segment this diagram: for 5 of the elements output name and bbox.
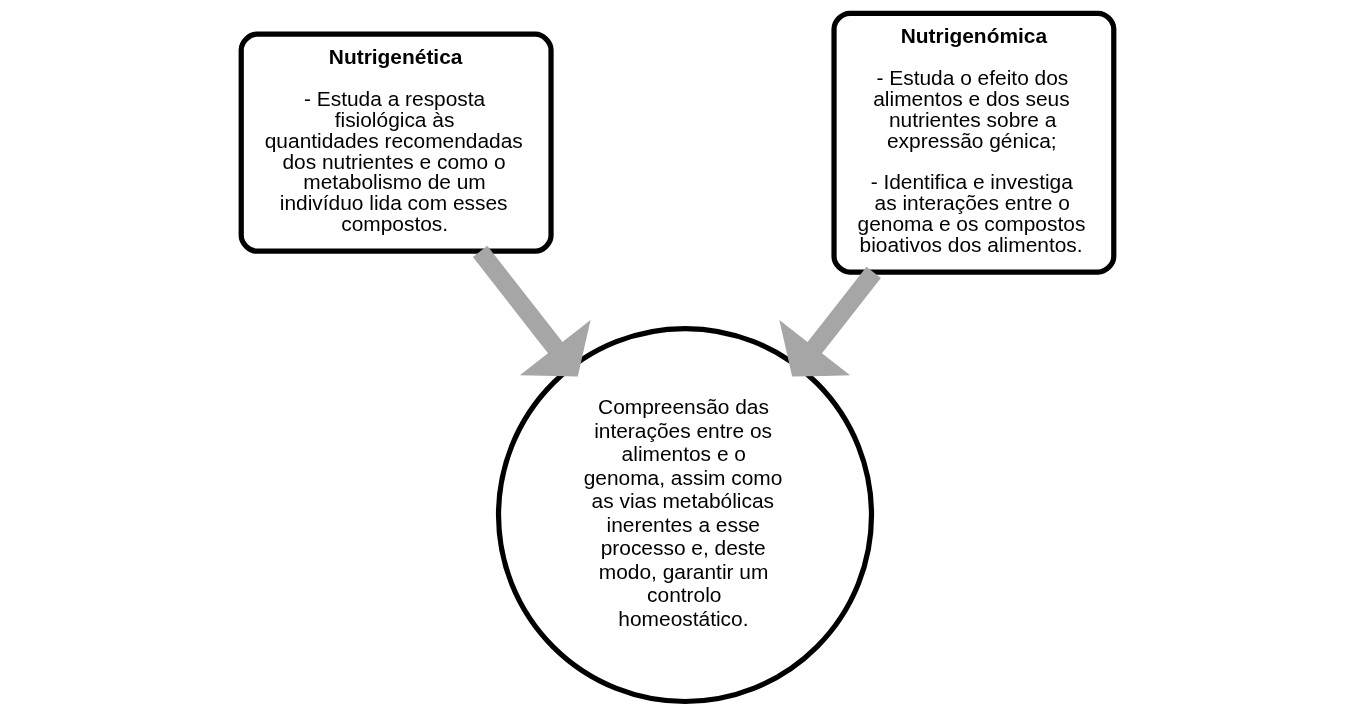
node-box: Nutrigenómica - Estuda o efeito dos alimentos e dos seus nutrientes sobre a expressão génica; - Identifica e investiga as interações entre o genoma e os compostos bioativos dos alimentos. <box>830 10 1116 275</box>
node-circle: Compreensão das interações entre os alimentos e o genoma, assim como as vias metabólicas inerentes a esse processo e, deste modo, garantir um controlo homeostático. <box>495 325 874 705</box>
arrow <box>778 266 881 377</box>
node-box: Nutrigenética - Estuda a resposta fisiológica às quantidades recomendadas dos nutrientes e como o metabolismo de um indivíduo lida com esses compostos. <box>238 31 554 254</box>
arrow <box>472 245 591 377</box>
